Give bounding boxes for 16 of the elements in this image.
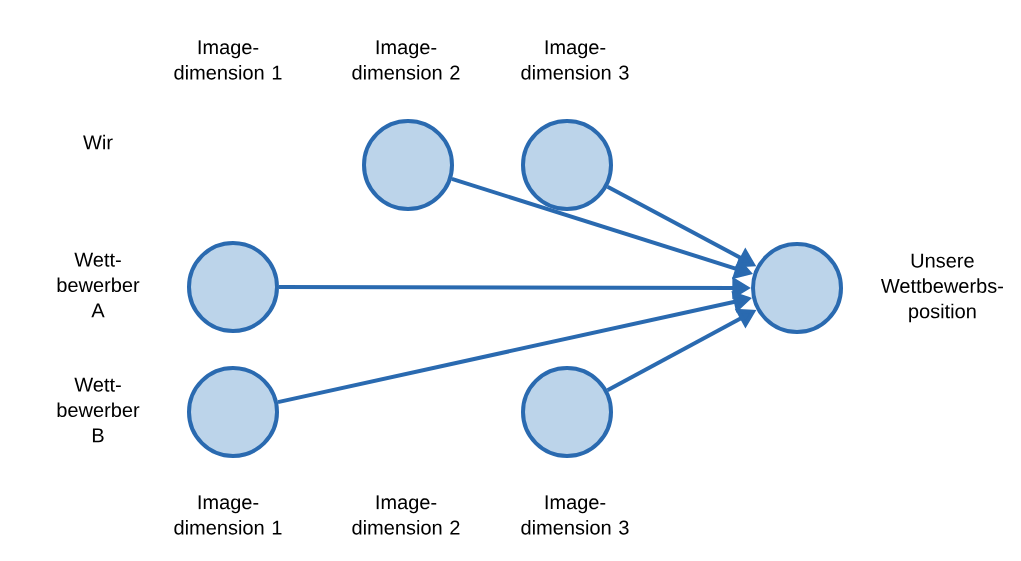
row-heading: Wett-bewerber A [57, 252, 140, 318]
node-caption: Unsere Wettbewerbs-position [880, 253, 1003, 323]
circle-node [521, 119, 613, 211]
column-heading: Image-dimension 1 [174, 40, 282, 80]
circle-node [187, 241, 279, 333]
column-heading: Image-dimension 1 [174, 495, 282, 535]
circle-node [187, 366, 279, 458]
circle-node [521, 366, 613, 458]
column-heading: Image-dimension 2 [352, 495, 460, 535]
column-heading: Image-dimension 3 [521, 495, 629, 535]
circle-node [751, 242, 843, 334]
column-heading: Image-dimension 3 [521, 40, 629, 80]
row-heading: Wir [83, 134, 113, 150]
column-heading: Image-dimension 2 [352, 40, 460, 80]
row-heading: Wett-bewerber B [57, 377, 140, 443]
circle-node [362, 119, 454, 211]
